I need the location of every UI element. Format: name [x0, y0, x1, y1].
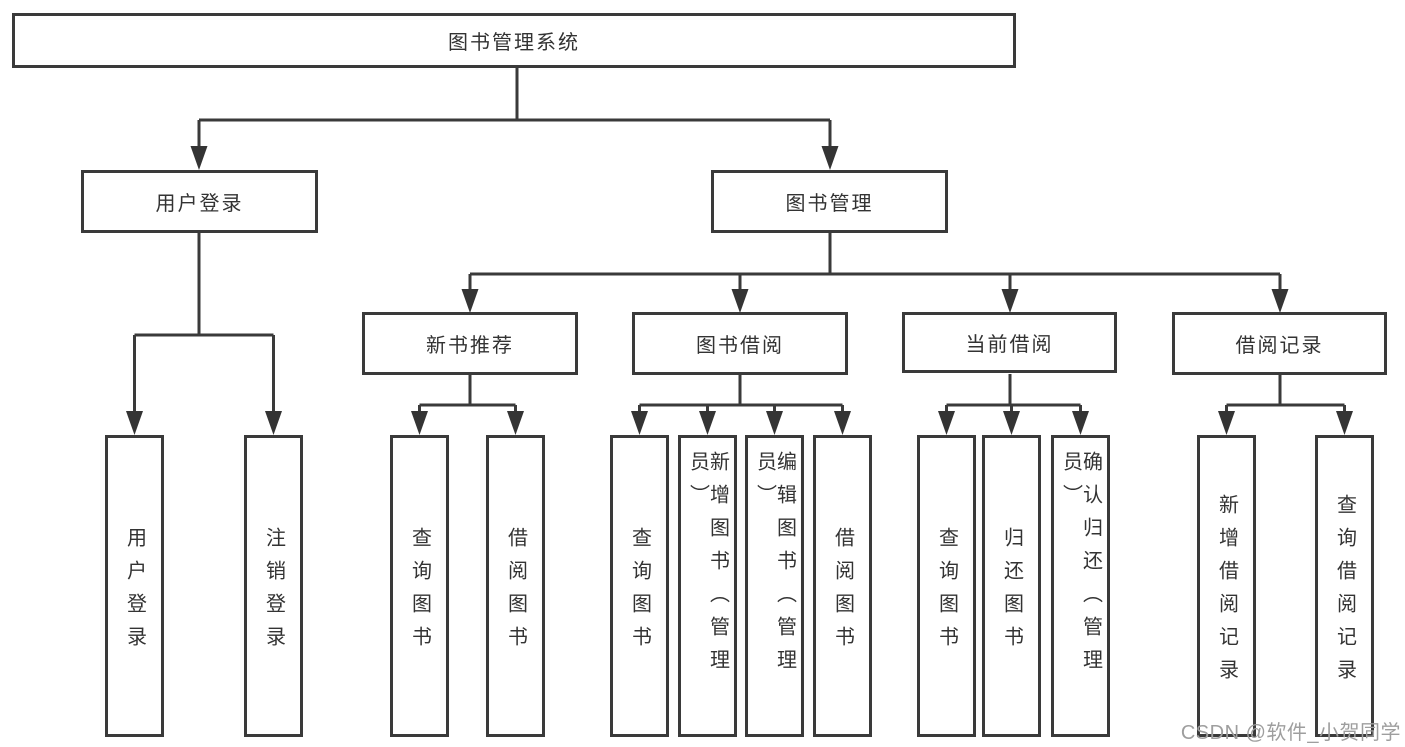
- node-borrow-records-label: 借阅记录: [1235, 335, 1324, 357]
- leaf-add-borrow-record: 新增借阅记录: [1197, 435, 1256, 737]
- node-book-management: 图书管理: [711, 170, 948, 233]
- node-borrow-records: 借阅记录: [1172, 312, 1387, 375]
- node-user-login: 用户登录: [81, 170, 318, 233]
- leaf-add-books-admin: 新增图书（管理员）: [678, 435, 737, 737]
- node-new-book-recommend: 新书推荐: [362, 312, 578, 375]
- node-user-login-label: 用户登录: [155, 193, 244, 215]
- arrow-down-icon: [265, 411, 282, 435]
- connector-book-borrow-to-leaves: [631, 374, 851, 435]
- leaf-query-borrow-record: 查询借阅记录: [1315, 435, 1374, 737]
- connector-book-management-to-level3: [461, 232, 1289, 313]
- arrow-down-icon: [1003, 411, 1020, 435]
- node-current-borrow-label: 当前借阅: [965, 334, 1054, 356]
- leaf-confirm-return-admin: 确认归还（管理员）: [1051, 435, 1110, 737]
- arrow-down-icon: [190, 146, 208, 170]
- leaf-edit-books-admin: 编辑图书（管理员）: [745, 435, 804, 737]
- leaf-user-login: 用户登录: [105, 435, 164, 737]
- arrow-down-icon: [834, 411, 851, 435]
- arrow-down-icon: [461, 289, 479, 313]
- node-root-label: 图书管理系统: [448, 32, 580, 54]
- arrow-down-icon: [731, 289, 749, 313]
- arrow-down-icon: [1001, 289, 1019, 313]
- node-current-borrow: 当前借阅: [902, 312, 1117, 373]
- leaf-query-books-current: 查询图书: [917, 435, 976, 737]
- arrow-down-icon: [821, 146, 839, 170]
- leaf-query-books-borrow: 查询图书: [610, 435, 669, 737]
- arrow-down-icon: [1072, 411, 1089, 435]
- arrow-down-icon: [126, 411, 143, 435]
- arrow-down-icon: [507, 411, 524, 435]
- leaf-borrow-books-recommend: 借阅图书: [486, 435, 545, 737]
- connector-root-to-level2: [190, 66, 839, 170]
- arrow-down-icon: [699, 411, 716, 435]
- arrow-down-icon: [1271, 289, 1289, 313]
- arrow-down-icon: [411, 411, 428, 435]
- arrow-down-icon: [938, 411, 955, 435]
- leaf-query-books-recommend: 查询图书: [390, 435, 449, 737]
- connector-new-book-to-leaves: [411, 374, 524, 435]
- node-new-book-recommend-label: 新书推荐: [426, 335, 514, 357]
- node-root: 图书管理系统: [12, 13, 1016, 68]
- csdn-watermark: CSDN @软件_小贺同学: [1180, 722, 1401, 744]
- arrow-down-icon: [1218, 411, 1235, 435]
- arrow-down-icon: [766, 411, 783, 435]
- connector-borrow-records-to-leaves: [1218, 374, 1353, 435]
- arrow-down-icon: [631, 411, 648, 435]
- leaf-return-books: 归还图书: [982, 435, 1041, 737]
- leaf-borrow-books: 借阅图书: [813, 435, 872, 737]
- arrow-down-icon: [1336, 411, 1353, 435]
- node-book-management-label: 图书管理: [785, 193, 874, 215]
- node-book-borrow-label: 图书借阅: [696, 335, 784, 357]
- connector-user-login-to-leaves: [126, 232, 282, 435]
- node-book-borrow: 图书借阅: [632, 312, 848, 375]
- connector-current-borrow-to-leaves: [938, 374, 1089, 435]
- leaf-logout: 注销登录: [244, 435, 303, 737]
